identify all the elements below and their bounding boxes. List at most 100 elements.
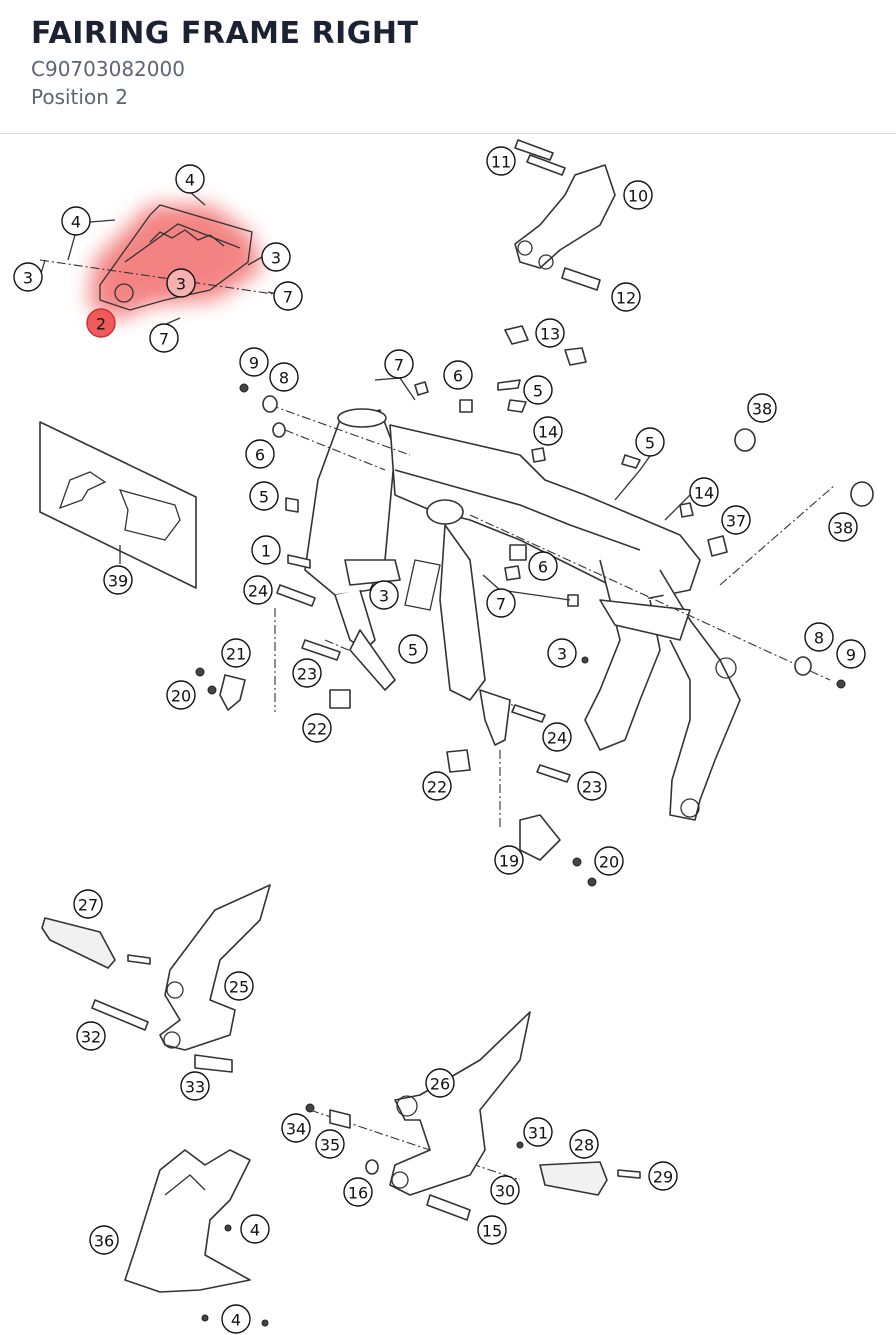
callout-7[interactable]: 7 (486, 588, 516, 618)
fastener-group-13 (504, 325, 587, 366)
callout-23[interactable]: 23 (577, 771, 607, 801)
callout-7[interactable]: 7 (149, 323, 179, 353)
callout-34[interactable]: 34 (281, 1113, 311, 1143)
svg-text:3: 3 (379, 587, 389, 606)
svg-text:27: 27 (78, 896, 98, 915)
svg-text:4: 4 (71, 213, 81, 232)
callout-2-highlighted[interactable]: 2 (86, 308, 116, 338)
callout-14[interactable]: 14 (533, 416, 563, 446)
callout-22[interactable]: 22 (422, 771, 452, 801)
callout-4[interactable]: 4 (240, 1214, 270, 1244)
callout-27[interactable]: 27 (73, 889, 103, 919)
callout-20[interactable]: 20 (166, 680, 196, 710)
callout-5[interactable]: 5 (523, 375, 553, 405)
svg-text:38: 38 (833, 519, 853, 538)
svg-text:33: 33 (185, 1078, 205, 1097)
callout-38[interactable]: 38 (828, 512, 858, 542)
svg-text:22: 22 (307, 720, 327, 739)
svg-text:3: 3 (176, 275, 186, 294)
fairing-frame-highlighted[interactable] (88, 204, 262, 320)
svg-text:19: 19 (499, 852, 519, 871)
callout-3[interactable]: 3 (166, 268, 196, 298)
svg-text:5: 5 (645, 434, 655, 453)
callout-30[interactable]: 30 (490, 1175, 520, 1205)
position-label: Position 2 (31, 85, 128, 109)
callout-8[interactable]: 8 (269, 362, 299, 392)
callout-5[interactable]: 5 (398, 634, 428, 664)
callout-15[interactable]: 15 (477, 1215, 507, 1245)
svg-text:23: 23 (582, 778, 602, 797)
callout-37[interactable]: 37 (721, 505, 751, 535)
callout-38[interactable]: 38 (747, 393, 777, 423)
callout-1[interactable]: 1 (251, 535, 281, 565)
callout-9[interactable]: 9 (239, 347, 269, 377)
callout-39[interactable]: 39 (103, 565, 133, 595)
callout-6[interactable]: 6 (245, 439, 275, 469)
callout-13[interactable]: 13 (535, 318, 565, 348)
callout-19[interactable]: 19 (494, 845, 524, 875)
callout-33[interactable]: 33 (180, 1071, 210, 1101)
sticker-sheet (39, 421, 197, 589)
svg-text:28: 28 (574, 1136, 594, 1155)
svg-text:3: 3 (557, 645, 567, 664)
right-side-fittings (531, 428, 874, 689)
callout-7[interactable]: 7 (384, 349, 414, 379)
callout-9[interactable]: 9 (836, 639, 866, 669)
callout-16[interactable]: 16 (343, 1177, 373, 1207)
svg-text:23: 23 (297, 665, 317, 684)
svg-text:9: 9 (846, 646, 856, 665)
callout-6[interactable]: 6 (528, 551, 558, 581)
callouts: 4 4 3 3 3 2 7 7 11 10 12 13 9 8 7 6 5 38… (13, 146, 866, 1334)
svg-text:14: 14 (538, 423, 558, 442)
svg-text:39: 39 (108, 572, 128, 591)
part-number: C90703082000 (31, 57, 185, 81)
page-title: FAIRING FRAME RIGHT (31, 16, 419, 51)
callout-11[interactable]: 11 (486, 146, 516, 176)
svg-text:9: 9 (249, 354, 259, 373)
svg-text:5: 5 (259, 488, 269, 507)
svg-text:15: 15 (482, 1222, 502, 1241)
callout-25[interactable]: 25 (224, 971, 254, 1001)
callout-20[interactable]: 20 (594, 846, 624, 876)
callout-21[interactable]: 21 (221, 638, 251, 668)
right-footrest-assembly (305, 1011, 641, 1221)
callout-8[interactable]: 8 (804, 622, 834, 652)
callout-32[interactable]: 32 (76, 1021, 106, 1051)
callout-35[interactable]: 35 (315, 1129, 345, 1159)
callout-6[interactable]: 6 (443, 360, 473, 390)
svg-text:14: 14 (694, 484, 714, 503)
svg-text:10: 10 (628, 187, 648, 206)
sprocket-cover (124, 1149, 269, 1327)
callout-4[interactable]: 4 (221, 1304, 251, 1334)
callout-3[interactable]: 3 (369, 580, 399, 610)
small-hardware (195, 379, 641, 887)
callout-4[interactable]: 4 (61, 206, 91, 236)
callout-3[interactable]: 3 (547, 638, 577, 668)
callout-3[interactable]: 3 (13, 262, 43, 292)
callout-5[interactable]: 5 (249, 481, 279, 511)
svg-text:37: 37 (726, 512, 746, 531)
callout-26[interactable]: 26 (425, 1068, 455, 1098)
svg-text:5: 5 (533, 382, 543, 401)
callout-24[interactable]: 24 (542, 722, 572, 752)
svg-text:24: 24 (547, 729, 567, 748)
callout-36[interactable]: 36 (89, 1225, 119, 1255)
callout-10[interactable]: 10 (623, 180, 653, 210)
callout-22[interactable]: 22 (302, 713, 332, 743)
callout-5[interactable]: 5 (635, 427, 665, 457)
callout-28[interactable]: 28 (569, 1129, 599, 1159)
callout-12[interactable]: 12 (611, 282, 641, 312)
svg-text:21: 21 (226, 645, 246, 664)
callout-29[interactable]: 29 (648, 1161, 678, 1191)
callout-4[interactable]: 4 (175, 164, 205, 194)
callout-23[interactable]: 23 (292, 658, 322, 688)
svg-text:4: 4 (250, 1221, 260, 1240)
callout-24[interactable]: 24 (243, 575, 273, 605)
callout-7[interactable]: 7 (273, 281, 303, 311)
svg-text:7: 7 (394, 356, 404, 375)
svg-text:34: 34 (286, 1120, 306, 1139)
callout-31[interactable]: 31 (523, 1117, 553, 1147)
callout-14[interactable]: 14 (689, 477, 719, 507)
svg-text:26: 26 (430, 1075, 450, 1094)
callout-3[interactable]: 3 (261, 242, 291, 272)
